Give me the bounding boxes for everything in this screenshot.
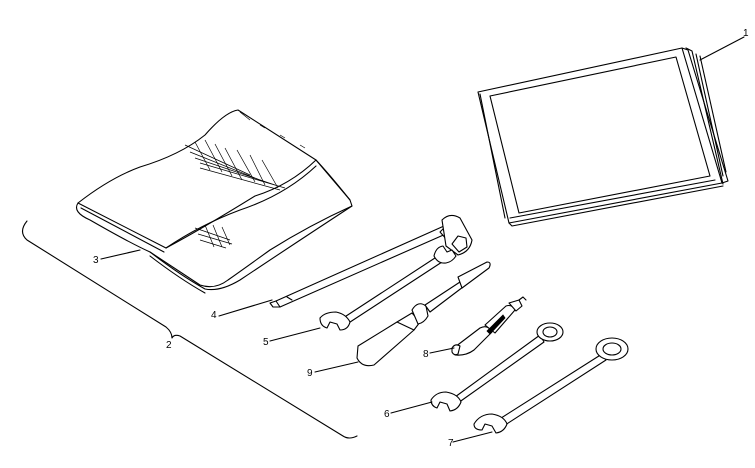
leader-7 (452, 431, 493, 443)
callout-8: 8 (423, 349, 429, 360)
callout-9: 9 (307, 368, 313, 379)
callout-2: 2 (166, 340, 172, 351)
leader-9 (314, 361, 359, 373)
leader-lines (100, 36, 745, 443)
leader-6 (390, 401, 433, 414)
leader-4 (218, 299, 273, 317)
leader-8 (429, 347, 455, 354)
callout-6: 6 (384, 409, 390, 420)
callout-5: 5 (263, 337, 269, 348)
callout-1: 1 (743, 28, 749, 39)
tool-kit-bracket (21, 220, 358, 439)
combination-wrench-7 (473, 337, 629, 434)
callout-4: 4 (211, 310, 217, 321)
screwdriver-handle (356, 261, 491, 367)
leader-5 (269, 327, 321, 342)
leader-3 (100, 249, 141, 260)
screwdriver-bit (451, 296, 527, 356)
spark-plug-wrench (269, 214, 473, 308)
owners-manual (477, 47, 729, 227)
tool-bag (75, 109, 353, 294)
combination-wrench-6 (430, 322, 564, 412)
callout-3: 3 (93, 255, 99, 266)
callout-7: 7 (448, 438, 454, 449)
leader-1 (699, 36, 745, 61)
open-end-wrench (319, 245, 457, 331)
